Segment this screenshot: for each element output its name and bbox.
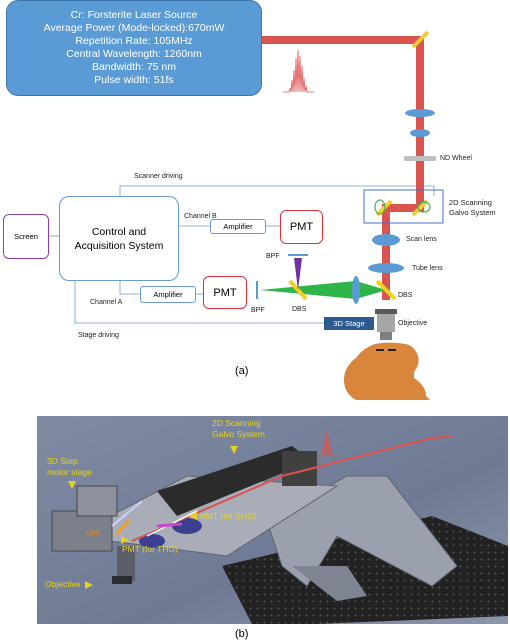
laser-beam-path bbox=[262, 36, 424, 300]
scan-lens bbox=[372, 234, 400, 246]
galvo-label-line-2: Galvo System bbox=[449, 208, 496, 217]
stage-block bbox=[51, 510, 113, 552]
laser-line-4: Central Wavelength: 1260nm bbox=[66, 48, 202, 60]
objective-render bbox=[117, 546, 135, 581]
laser-source-box: Cr: Forsterite Laser Source Average Powe… bbox=[6, 0, 262, 96]
nd-wheel-label: ND Wheel bbox=[440, 155, 472, 162]
head-silhouette bbox=[344, 342, 430, 400]
pulse-waveform bbox=[283, 49, 314, 93]
render-pulse bbox=[317, 429, 337, 457]
support-frame bbox=[266, 475, 458, 587]
objective-tip bbox=[380, 332, 392, 340]
objective-body bbox=[377, 314, 395, 332]
pmt-thg-render bbox=[139, 534, 165, 548]
caption-a: (a) bbox=[235, 365, 249, 377]
galvo-label-line-1: 2D Scanning bbox=[449, 198, 492, 207]
objective-label: Objective bbox=[398, 320, 428, 327]
channel-b-label: Channel B bbox=[184, 213, 217, 220]
render-shg-beam bbox=[156, 522, 183, 528]
lens-2 bbox=[410, 129, 430, 137]
dbs-mid-label: DBS bbox=[292, 306, 307, 313]
galvo-box bbox=[363, 189, 444, 224]
render-scene bbox=[37, 416, 508, 624]
scan-lens-label: Scan lens bbox=[406, 236, 437, 243]
render-dbs bbox=[115, 519, 131, 535]
yellow-arrows bbox=[68, 446, 238, 589]
mirror-top bbox=[411, 30, 430, 49]
render-stage-label-2: motor stage bbox=[47, 467, 92, 477]
render-pmt-thg-label: PMT (for THG) bbox=[122, 544, 178, 554]
dbs-right-mirror bbox=[375, 279, 397, 301]
channel-a-line bbox=[119, 281, 140, 295]
control-acquisition-box: Control and Acquisition System bbox=[59, 196, 179, 281]
laser-line-2: Average Power (Mode-locked):670mW bbox=[43, 22, 225, 34]
tube-lens-label: Tube lens bbox=[412, 265, 443, 272]
render-pmt-shg-label: PMT (for SHG) bbox=[200, 511, 257, 521]
render-objective-label: Objective bbox=[45, 579, 81, 589]
bpf-left-label: BPF bbox=[251, 307, 265, 314]
laser-line-6: Pulse width: 51fs bbox=[94, 74, 174, 86]
amplifier-b-box: Amplifier bbox=[210, 219, 266, 234]
scanner-driving-label: Scanner driving bbox=[134, 173, 183, 180]
schematic-diagram bbox=[49, 30, 444, 400]
amplifier-a-box: Amplifier bbox=[140, 286, 196, 303]
stage-driving-label: Stage driving bbox=[78, 332, 119, 339]
render-galvo-label-2: Galvo System bbox=[212, 429, 265, 439]
pmt-shg-render bbox=[172, 518, 202, 534]
instrument-render-photo: 2D Scanning Galvo System 3D Step motor s… bbox=[37, 416, 508, 624]
galvo-mirrors bbox=[374, 199, 431, 217]
tube-lens bbox=[368, 263, 404, 273]
shg-beam bbox=[294, 258, 302, 290]
main-plate bbox=[70, 475, 339, 557]
dbs-right-label: DBS bbox=[398, 292, 413, 299]
galvo-tube bbox=[157, 446, 312, 516]
pmt-top-box: PMT bbox=[280, 210, 323, 244]
control-line-2: Acquisition System bbox=[74, 239, 164, 252]
bpf-top-label: BPF bbox=[266, 253, 280, 260]
render-laser-beam bbox=[131, 435, 453, 542]
render-stage-label-1: 3D Step bbox=[47, 456, 78, 466]
scanner-driving-line bbox=[119, 185, 435, 196]
lens-1 bbox=[405, 109, 435, 117]
caption-b: (b) bbox=[235, 628, 249, 640]
laser-line-3: Repetition Rate: 105MHz bbox=[75, 35, 193, 47]
render-dbs-label: DBS bbox=[87, 531, 100, 537]
pmt-left-box: PMT bbox=[203, 276, 247, 309]
screen-box: Screen bbox=[3, 214, 49, 259]
control-line-1: Control and bbox=[91, 225, 147, 238]
thg-lens bbox=[352, 276, 360, 304]
stage-driving-line bbox=[74, 281, 324, 324]
render-galvo-label-1: 2D Scanning bbox=[212, 418, 261, 428]
stage-3d-box: 3D Stage bbox=[324, 317, 374, 330]
laser-line-1: Cr: Forsterite Laser Source bbox=[70, 9, 198, 21]
channel-a-label: Channel A bbox=[90, 299, 123, 306]
objective-base bbox=[375, 309, 397, 314]
thg-beam bbox=[260, 281, 386, 299]
nd-wheel bbox=[404, 156, 436, 161]
laser-line-5: Bandwidth: 75 nm bbox=[91, 61, 177, 73]
